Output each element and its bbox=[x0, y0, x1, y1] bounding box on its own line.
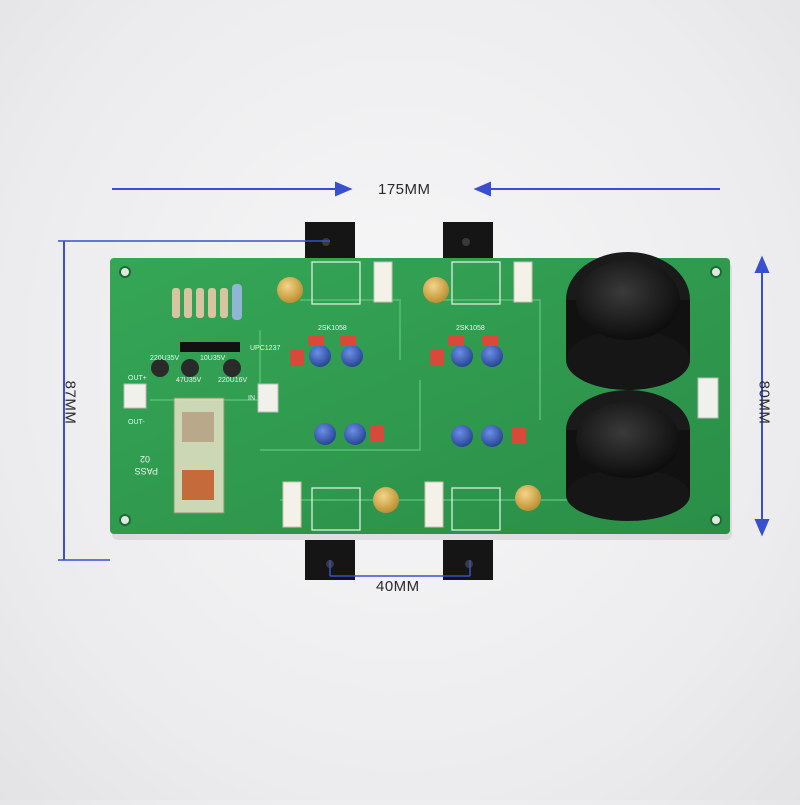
cement-resistors bbox=[282, 261, 533, 528]
input-connector bbox=[257, 383, 279, 413]
silk-out-minus: OUT- bbox=[128, 419, 145, 426]
blue-capacitor bbox=[309, 345, 331, 367]
mount-hole bbox=[710, 514, 722, 526]
height-right-label: 80MM bbox=[755, 380, 773, 425]
silk-cap-d: 220U16V bbox=[218, 377, 248, 384]
blue-capacitor bbox=[344, 423, 366, 445]
blue-capacitor bbox=[451, 425, 473, 447]
film-capacitors bbox=[290, 336, 526, 444]
small-capacitor bbox=[223, 359, 241, 377]
small-capacitor bbox=[373, 487, 399, 513]
silk-ic: UPC1237 bbox=[250, 345, 280, 352]
mount-hole bbox=[710, 266, 722, 278]
silk-brand: PASS bbox=[135, 466, 158, 476]
width-label: 175MM bbox=[378, 181, 431, 198]
silk-cap-b: 10U35V bbox=[200, 355, 226, 362]
silk-in: IN bbox=[248, 395, 255, 402]
silk-cap-a: 220U35V bbox=[150, 355, 180, 362]
mount-hole bbox=[119, 514, 131, 526]
mount-hole bbox=[119, 266, 131, 278]
hole-spacing-label: 40MM bbox=[376, 578, 420, 595]
filter-capacitor-bottom bbox=[566, 390, 690, 521]
heatsink-top-left bbox=[305, 222, 355, 262]
silk-cap-c: 47U35V bbox=[176, 377, 202, 384]
heatsink-top-right bbox=[443, 222, 493, 262]
small-capacitor bbox=[423, 277, 449, 303]
silk-model: 02 bbox=[140, 454, 150, 464]
silk-transistor: 2SK1058 bbox=[318, 325, 347, 332]
filter-capacitor-top bbox=[566, 252, 690, 390]
silk-transistor-b: 2SK1058 bbox=[456, 325, 485, 332]
blue-capacitor bbox=[481, 425, 503, 447]
small-capacitor bbox=[151, 359, 169, 377]
small-capacitor bbox=[181, 359, 199, 377]
transistor-footprints bbox=[311, 261, 501, 531]
output-connector bbox=[123, 383, 147, 409]
power-connector bbox=[697, 377, 719, 419]
blue-capacitor bbox=[451, 345, 473, 367]
silk-out-plus: OUT+ bbox=[128, 375, 147, 382]
blue-capacitor bbox=[341, 345, 363, 367]
small-capacitor bbox=[515, 485, 541, 511]
blue-capacitor bbox=[481, 345, 503, 367]
blue-capacitor bbox=[314, 423, 336, 445]
small-capacitor bbox=[277, 277, 303, 303]
dimension-arrows bbox=[58, 181, 770, 577]
resistor-row bbox=[172, 284, 242, 320]
heatsink-bottom-right bbox=[443, 540, 493, 580]
ic-chip bbox=[180, 342, 240, 352]
height-left-label: 87MM bbox=[61, 380, 79, 425]
protection-relay bbox=[173, 397, 225, 514]
